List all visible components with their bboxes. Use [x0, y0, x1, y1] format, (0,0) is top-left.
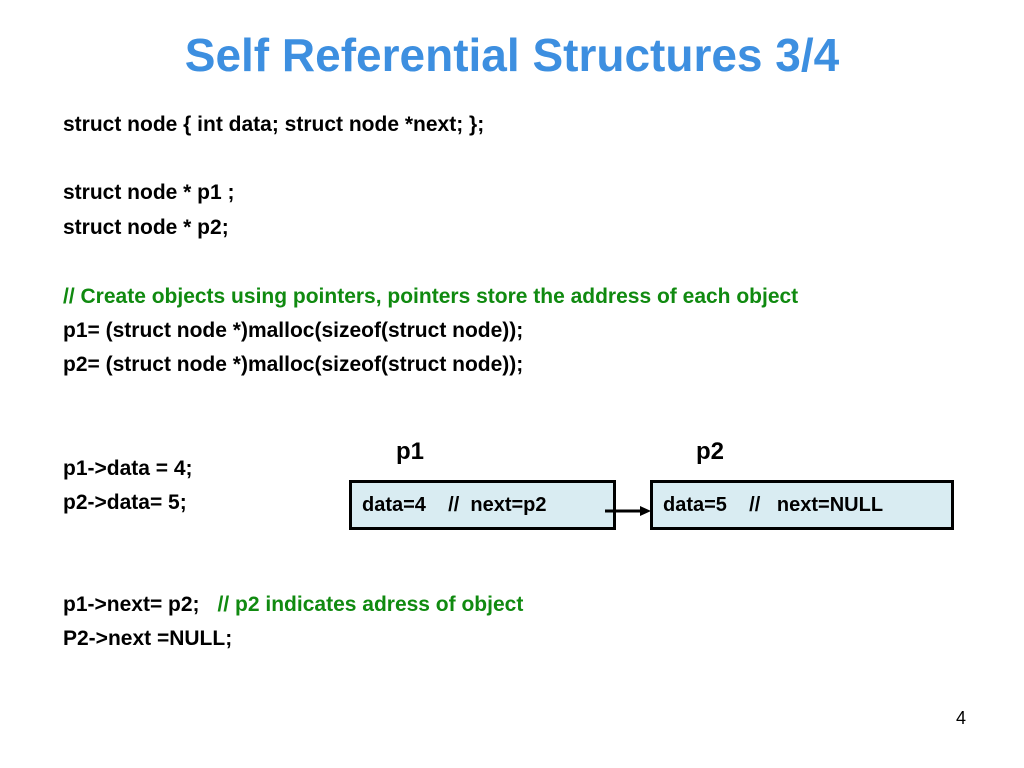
create-objects-comment: // Create objects using pointers, pointe… [63, 285, 799, 308]
next-pointer-arrow [605, 506, 651, 516]
assign-p2-next-line: P2->next =NULL; [63, 627, 233, 650]
assign-p2-data-line: p2->data= 5; [63, 491, 187, 514]
struct-definition-line: struct node { int data; struct node *nex… [63, 113, 485, 136]
p2-pointer-label: p2 [696, 438, 725, 465]
assign-p1-next-line: p1->next= p2; // p2 indicates adress of o… [63, 593, 523, 617]
p2-address-comment: // p2 indicates adress of object [217, 593, 524, 616]
p1-pointer-label: p1 [396, 438, 425, 465]
node-p2-box: data=5 // next=NULL [650, 480, 954, 530]
assign-p1-next-code: p1->next= p2; [63, 593, 200, 616]
declare-p2-line: struct node * p2; [63, 216, 229, 239]
arrow-head [640, 506, 651, 516]
malloc-p2-line: p2= (struct node *)malloc(sizeof(struct … [63, 353, 524, 376]
node-p1-box: data=4 // next=p2 [349, 480, 616, 530]
page-number: 4 [955, 708, 966, 728]
slide-title: Self Referential Structures 3/4 [184, 29, 840, 81]
declare-p1-line: struct node * p1 ; [63, 181, 235, 204]
malloc-p1-line: p1= (struct node *)malloc(sizeof(struct … [63, 319, 524, 342]
assign-p1-data-line: p1->data = 4; [63, 457, 193, 480]
